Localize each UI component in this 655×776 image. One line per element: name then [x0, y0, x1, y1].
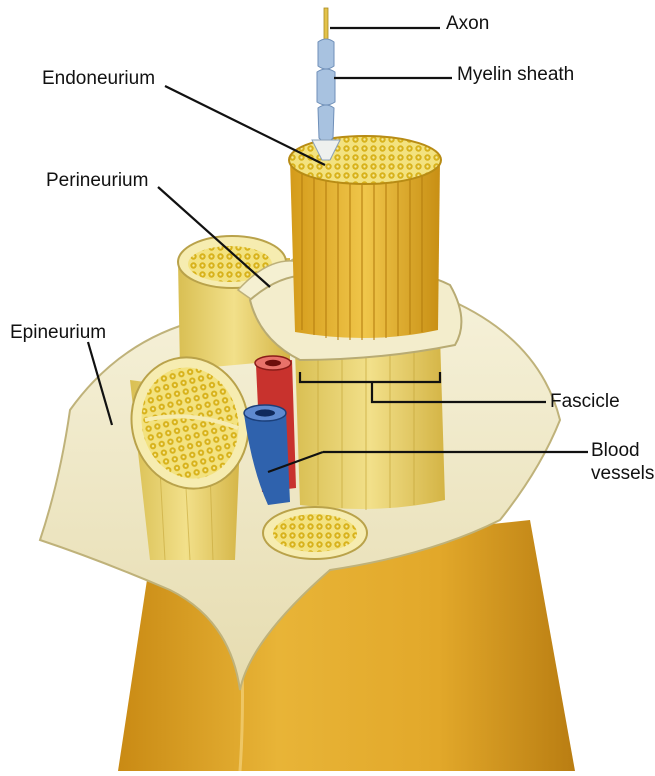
perineurium-label: Perineurium	[46, 170, 148, 192]
fascicle-label: Fascicle	[550, 391, 620, 413]
axon-label: Axon	[446, 13, 489, 35]
endoneurium-leader	[165, 86, 325, 165]
blood-vessels-label-line1: Blood	[591, 440, 640, 462]
fiber-bundle	[290, 160, 440, 338]
endoneurium-label: Endoneurium	[42, 68, 155, 90]
myelin-segment	[318, 39, 334, 69]
fiber-bundle-cut	[289, 136, 441, 184]
blood-vessels-label-line2: vessels	[591, 463, 654, 485]
epineurium-label: Epineurium	[10, 322, 106, 344]
myelin-sheath-label: Myelin sheath	[457, 64, 574, 86]
